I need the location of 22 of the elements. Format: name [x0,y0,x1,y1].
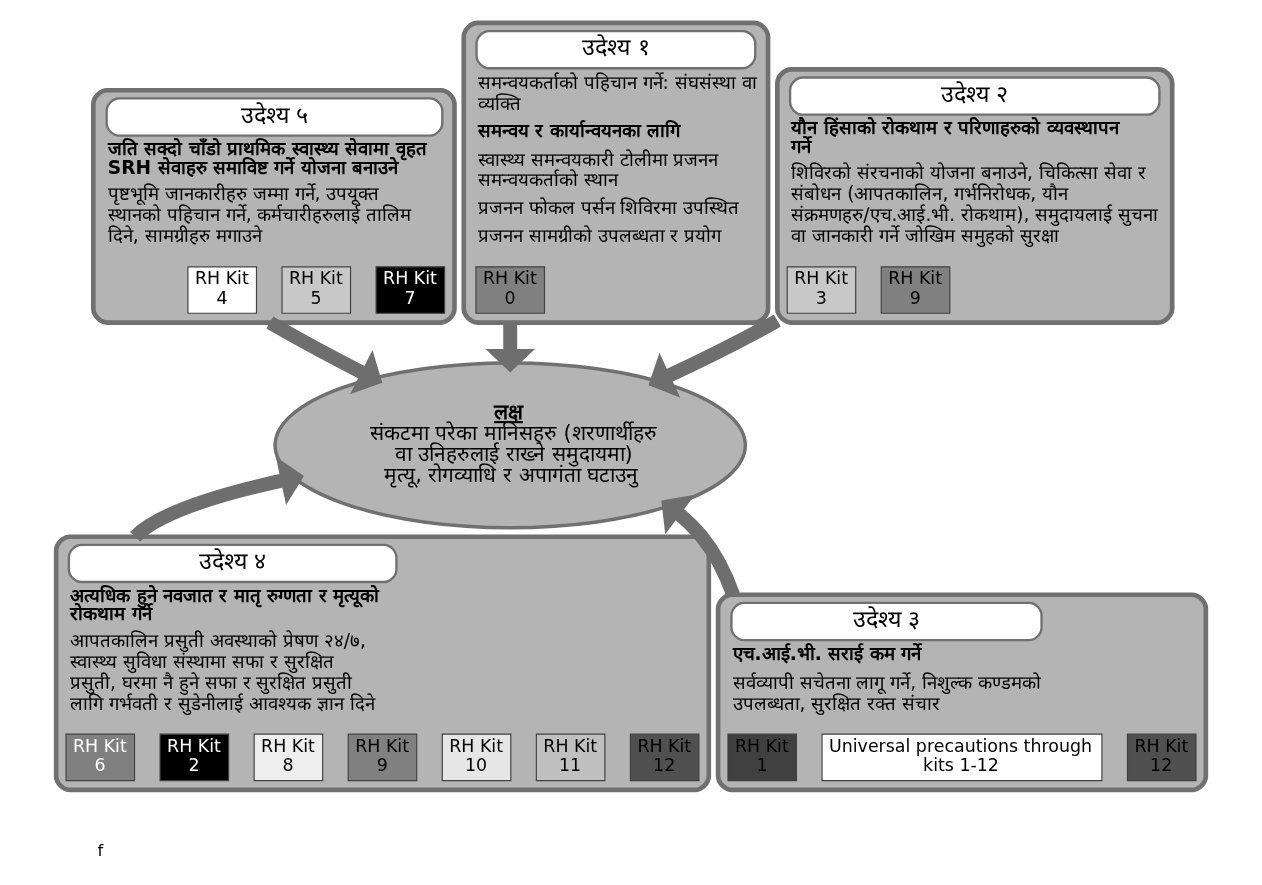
arrow [266,316,383,394]
node-box: RH Kit 12 [629,733,700,781]
node-box: RH Kit 3 [786,265,857,314]
node-box: RH Kit 7 [375,265,446,314]
node-box: RH Kit 1 [727,733,798,781]
node-box: RH Kit 4 [187,265,258,314]
node-box: RH Kit 9 [347,733,418,781]
node-box: RH Kit 12 [1126,733,1197,781]
label: f [97,840,104,860]
arrow [648,314,781,398]
arrow [130,456,304,542]
node-box: RH Kit 11 [535,733,606,781]
arrow [661,494,740,597]
node-box: RH Kit 8 [253,733,324,781]
node-box: RH Kit 0 [475,265,546,314]
node-box: RH Kit 10 [441,733,512,781]
node-box: Universal precautions through kits 1-12 [821,733,1103,781]
arrow [485,322,535,373]
node-box: RH Kit 2 [159,733,230,781]
node-box: RH Kit 9 [880,265,951,314]
node-box: RH Kit 5 [281,265,352,314]
node-box: RH Kit 6 [65,733,136,781]
